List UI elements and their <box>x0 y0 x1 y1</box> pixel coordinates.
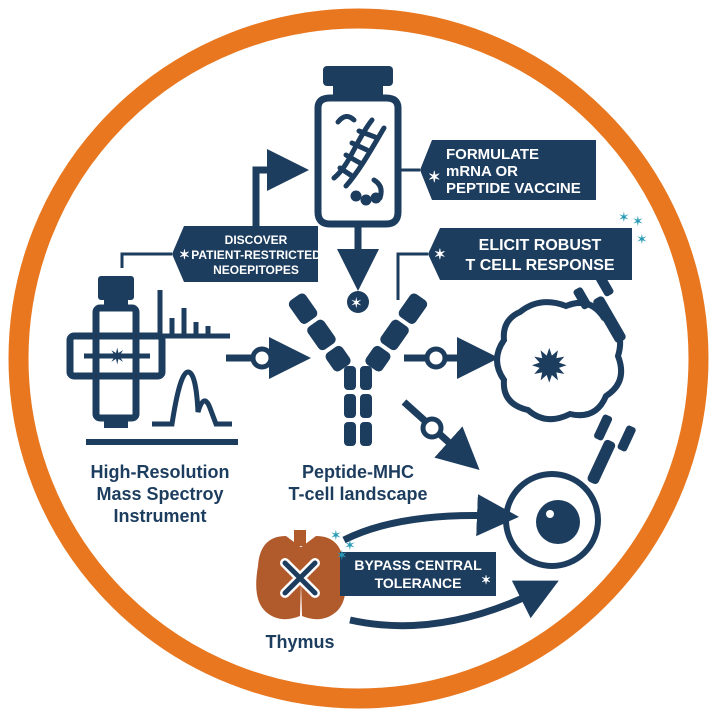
landscape-label-1: Peptide-MHC <box>302 462 414 482</box>
svg-text:✷: ✷ <box>108 345 126 370</box>
svg-text:✶: ✶ <box>636 232 648 248</box>
instrument-label-3: Instrument <box>113 506 206 526</box>
formulate-line-1: FORMULATE <box>446 146 539 163</box>
svg-text:✶: ✶ <box>632 214 644 230</box>
discover-line-2: PATIENT-RESTRICTED <box>191 248 321 262</box>
svg-text:✶: ✶ <box>336 548 348 564</box>
receptor-to-tcell-arrow <box>401 399 480 471</box>
thymus-label: Thymus <box>265 632 334 652</box>
mass-spectrometer-icon: ✷ <box>66 276 166 428</box>
vaccine-vial-icon <box>314 66 402 228</box>
sparkle-icon: ✶✶✶ <box>330 528 356 564</box>
instrument-label-1: High-Resolution <box>91 462 230 482</box>
svg-text:✶: ✶ <box>350 294 363 312</box>
sparkle-icon: ✶ <box>481 573 491 587</box>
elicit-line-1: ELICIT ROBUST <box>479 237 602 254</box>
bypass-line-1: BYPASS CENTRAL <box>354 557 482 573</box>
discover-line-3: NEOEPITOPES <box>213 263 299 277</box>
landscape-label-2: T-cell landscape <box>288 484 427 504</box>
bypass-tag: BYPASS CENTRAL TOLERANCE ✶ <box>340 552 496 596</box>
svg-text:✶: ✶ <box>618 210 630 226</box>
spec-to-receptor-arrow <box>226 337 311 379</box>
discover-to-vial-arrow <box>252 149 309 232</box>
dna-helix-icon <box>331 114 387 206</box>
svg-text:✶: ✶ <box>344 538 356 554</box>
thymus-icon <box>256 530 346 620</box>
formulate-line-2: mRNA OR <box>446 163 518 180</box>
sparkle-icon: ✶✶✶ <box>618 210 648 248</box>
elicit-tag: ✶ ELICIT ROBUST T CELL RESPONSE <box>396 228 632 300</box>
svg-text:✶: ✶ <box>330 528 342 544</box>
sparkle-icon: ✶ <box>428 169 441 186</box>
tumor-cell-icon: ✹ <box>494 274 626 423</box>
sparkle-icon: ✶ <box>179 247 190 262</box>
svg-text:✹: ✹ <box>530 339 569 393</box>
bypass-line-2: TOLERANCE <box>375 575 462 591</box>
receptor-to-tumor-arrow <box>404 337 499 379</box>
spectrum-peaks-icon <box>152 290 232 427</box>
formulate-line-3: PEPTIDE VACCINE <box>446 180 581 197</box>
elicit-line-2: T CELL RESPONSE <box>465 257 614 274</box>
instrument-label-2: Mass Spectroy <box>96 484 223 504</box>
discover-tag: ✶ DISCOVER PATIENT-RESTRICTED NEOEPITOPE… <box>120 226 321 282</box>
discover-line-1: DISCOVER <box>225 233 288 247</box>
bypass-upper-arrow <box>342 494 519 544</box>
mhc-receptor-icon: ✶ <box>288 291 428 446</box>
formulate-tag: ✶ FORMULATE mRNA OR PEPTIDE VACCINE <box>398 140 596 200</box>
bypass-lower-arrow <box>349 580 559 630</box>
sparkle-icon: ✶ <box>434 246 446 262</box>
